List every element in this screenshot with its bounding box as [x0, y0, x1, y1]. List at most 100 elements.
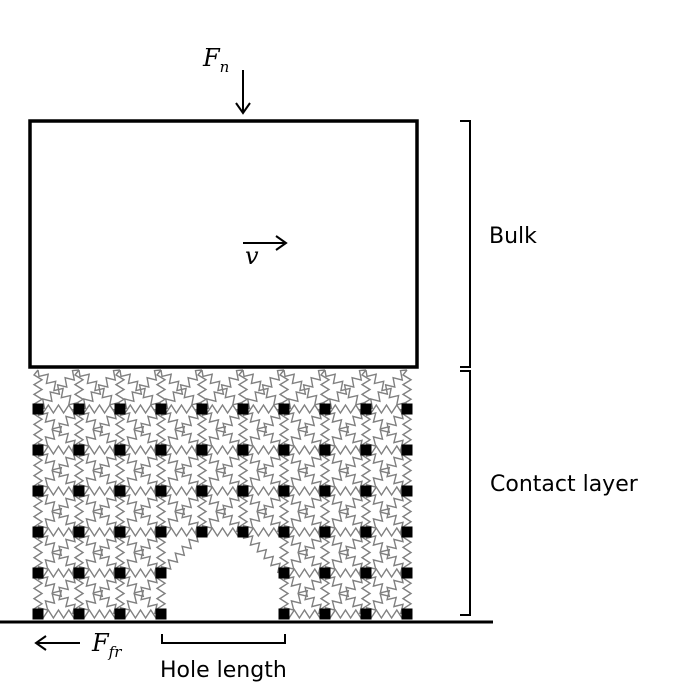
bulk-block	[28, 119, 419, 369]
velocity-arrow	[243, 235, 288, 251]
spring-horizontal	[283, 526, 326, 538]
spring-vertical	[401, 531, 413, 574]
spring-diagonal	[119, 449, 162, 492]
spring-diagonal	[365, 531, 408, 574]
lattice-node	[155, 485, 167, 497]
spring-diagonal	[160, 490, 203, 533]
spring-diagonal	[119, 531, 162, 574]
lattice-node	[155, 444, 167, 456]
spring-diagonal	[242, 408, 285, 451]
spring-diagonal	[37, 572, 80, 615]
lattice-node	[196, 444, 208, 456]
spring-vertical	[360, 572, 372, 615]
spring-diagonal	[160, 369, 203, 410]
spring-vertical	[401, 408, 413, 451]
spring-diagonal	[324, 572, 367, 615]
spring-diagonal	[365, 408, 408, 451]
lattice-node	[319, 526, 331, 538]
spring-horizontal	[37, 403, 80, 415]
spring-diagonal	[365, 408, 408, 451]
spring-vertical	[278, 369, 290, 410]
spring-vertical	[32, 369, 44, 410]
lattice-node	[114, 526, 126, 538]
spring-vertical	[73, 572, 85, 615]
spring-horizontal	[365, 444, 408, 456]
lattice-node	[114, 608, 126, 620]
spring-vertical	[401, 572, 413, 615]
spring-diagonal	[283, 408, 326, 451]
lattice-node	[237, 485, 249, 497]
spring-vertical	[114, 369, 126, 410]
spring-vertical	[196, 449, 208, 492]
velocity-label: v	[245, 242, 259, 270]
spring-vertical	[319, 572, 331, 615]
spring-diagonal	[283, 572, 326, 615]
spring-horizontal	[324, 485, 367, 497]
spring-vertical	[114, 531, 126, 574]
spring-diagonal	[324, 369, 367, 410]
spring-diagonal	[324, 449, 367, 492]
spring-diagonal	[160, 490, 203, 533]
spring-horizontal	[201, 444, 244, 456]
friction-force-arrow	[34, 635, 80, 651]
spring-vertical	[360, 369, 372, 410]
spring-diagonal	[201, 490, 244, 533]
lattice-node	[73, 403, 85, 415]
lattice-node	[73, 444, 85, 456]
spring-diagonal	[37, 408, 80, 451]
spring-diagonal	[78, 531, 121, 574]
lattice-node	[237, 444, 249, 456]
spring-network	[32, 369, 413, 620]
lattice-node	[360, 485, 372, 497]
spring-diagonal	[283, 531, 326, 574]
spring-diagonal	[78, 408, 121, 451]
lattice-node	[401, 403, 413, 415]
spring-diagonal	[78, 490, 121, 533]
spring-vertical	[237, 408, 249, 451]
spring-diagonal	[365, 531, 408, 574]
spring-diagonal	[365, 572, 408, 615]
spring-diagonal	[242, 531, 285, 574]
lattice-node	[155, 403, 167, 415]
spring-vertical	[401, 490, 413, 533]
spring-vertical	[319, 531, 331, 574]
lattice-node	[114, 567, 126, 579]
spring-horizontal	[242, 485, 285, 497]
lattice-node	[278, 403, 290, 415]
lattice-node	[360, 403, 372, 415]
spring-diagonal	[78, 369, 121, 410]
spring-diagonal	[365, 572, 408, 615]
spring-horizontal	[242, 444, 285, 456]
lattice-node	[401, 444, 413, 456]
spring-vertical	[73, 490, 85, 533]
spring-horizontal	[283, 485, 326, 497]
spring-horizontal	[324, 403, 367, 415]
spring-diagonal	[78, 449, 121, 492]
lattice-node	[237, 403, 249, 415]
spring-horizontal	[201, 485, 244, 497]
spring-horizontal	[283, 403, 326, 415]
normal-force-arrow	[235, 70, 251, 115]
spring-horizontal	[283, 608, 326, 620]
spring-diagonal	[324, 531, 367, 574]
spring-diagonal	[160, 531, 203, 574]
spring-horizontal	[119, 403, 162, 415]
spring-vertical	[278, 490, 290, 533]
spring-diagonal	[201, 490, 244, 533]
spring-horizontal	[242, 403, 285, 415]
hole-length-bracket	[161, 634, 286, 644]
spring-diagonal	[37, 572, 80, 615]
spring-diagonal	[283, 531, 326, 574]
spring-vertical	[319, 449, 331, 492]
spring-vertical	[237, 449, 249, 492]
spring-diagonal	[242, 490, 285, 533]
lattice-node	[278, 526, 290, 538]
spring-vertical	[237, 369, 249, 410]
spring-horizontal	[160, 403, 203, 415]
spring-diagonal	[201, 408, 244, 451]
spring-vertical	[32, 531, 44, 574]
spring-diagonal	[324, 490, 367, 533]
spring-diagonal	[365, 449, 408, 492]
lattice-node	[73, 608, 85, 620]
